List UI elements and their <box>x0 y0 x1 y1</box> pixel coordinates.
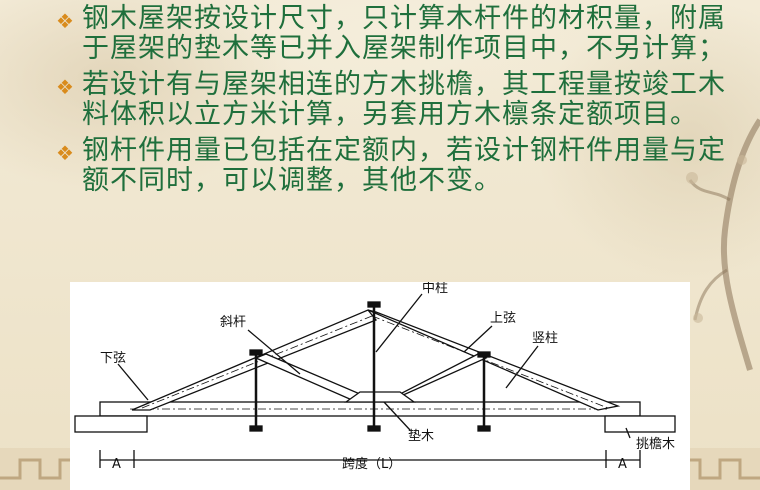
bullet-text: 钢杆件用量已包括在定额内，若设计钢杆件用量与定额不同时，可以调整，其他不变。 <box>82 135 726 196</box>
bullet-item: ❖ 若设计有与屋架相连的方木挑檐，其工程量按竣工木料体积以立方米计算，另套用方木… <box>56 70 746 130</box>
left-diagonal <box>254 353 362 401</box>
label-span: 跨度（L） <box>342 456 401 472</box>
diamond-bullet-icon: ❖ <box>56 9 75 33</box>
right-support-block <box>604 415 676 433</box>
label-eave-wood: 挑檐木 <box>636 437 675 452</box>
diamond-bullet-icon: ❖ <box>56 141 75 165</box>
label-bottom-chord: 下弦 <box>100 350 126 366</box>
diamond-bullet-icon: ❖ <box>56 75 75 99</box>
left-support-block <box>74 415 148 433</box>
label-vertical-post: 竖柱 <box>532 331 558 346</box>
center-pad-wood <box>343 391 417 403</box>
left-top-chord <box>131 309 378 411</box>
bullet-list: ❖ 钢木屋架按设计尺寸，只计算木杆件的材积量，附属于屋架的垫木等已并入屋架制作项… <box>56 4 746 202</box>
bullet-item: ❖ 钢杆件用量已包括在定额内，若设计钢杆件用量与定额不同时，可以调整，其他不变。 <box>56 136 746 196</box>
right-diagonal <box>391 353 488 401</box>
label-top-chord: 上弦 <box>490 310 516 326</box>
bullet-item: ❖ 钢木屋架按设计尺寸，只计算木杆件的材积量，附属于屋架的垫木等已并入屋架制作项… <box>56 4 746 64</box>
label-diagonal: 斜杆 <box>220 315 246 330</box>
label-dim-a-right: A <box>618 457 627 472</box>
truss-diagram: 中柱 斜杆 上弦 竖柱 下弦 垫木 挑檐木 跨度（L） A A <box>70 282 690 490</box>
label-center-post: 中柱 <box>422 282 448 296</box>
bullet-text: 钢木屋架按设计尺寸，只计算木杆件的材积量，附属于屋架的垫木等已并入屋架制作项目中… <box>82 3 726 64</box>
label-dim-a-left: A <box>112 457 121 472</box>
bullet-text: 若设计有与屋架相连的方木挑檐，其工程量按竣工木料体积以立方米计算，另套用方木檩条… <box>82 69 726 130</box>
plum-branch-decoration <box>686 118 760 371</box>
label-pad-wood: 垫木 <box>408 428 434 444</box>
